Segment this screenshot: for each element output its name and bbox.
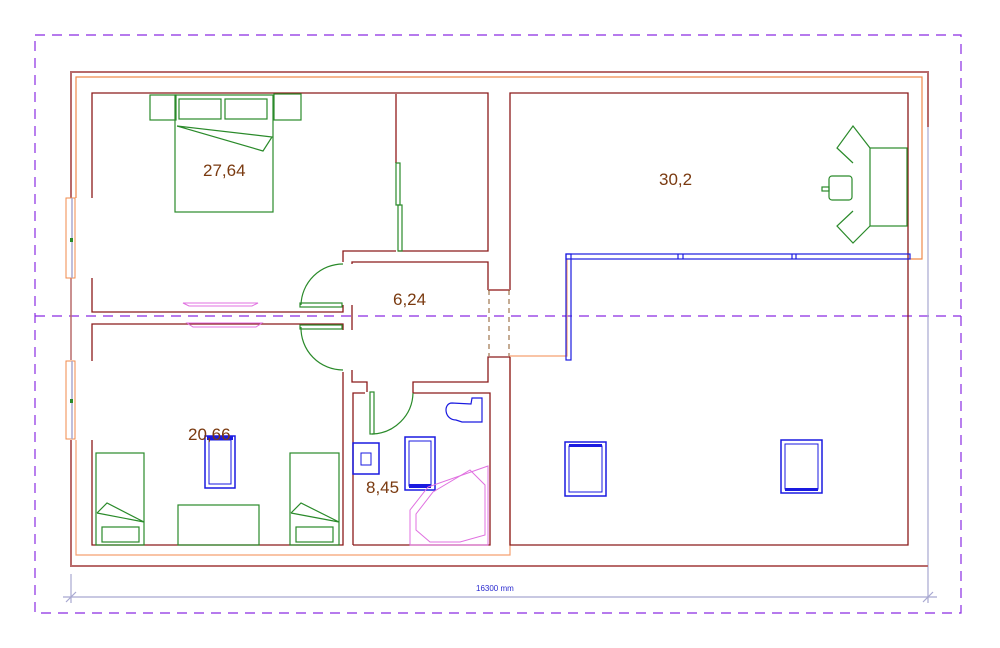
room-area-kids-bedroom: 20,66 bbox=[188, 425, 231, 444]
outer-walls bbox=[70, 71, 929, 567]
wardrobe-doors bbox=[395, 162, 403, 252]
skylights bbox=[204, 435, 823, 497]
opening-dashed bbox=[488, 290, 510, 356]
bathroom-fixtures bbox=[352, 397, 489, 546]
room-area-bathroom: 8,45 bbox=[366, 478, 400, 497]
room-area-office: 30,2 bbox=[659, 170, 693, 189]
dimension-line bbox=[63, 127, 937, 603]
skylight-fills bbox=[207, 436, 818, 491]
left-windows bbox=[65, 197, 76, 440]
radiators bbox=[182, 302, 264, 328]
single-beds bbox=[95, 452, 340, 546]
double-bed bbox=[149, 93, 302, 213]
room-area-master-bedroom: 27,64 bbox=[203, 161, 246, 180]
doors bbox=[299, 263, 414, 435]
room-area-hallway: 6,24 bbox=[393, 290, 427, 309]
axis-lines bbox=[34, 34, 962, 614]
dimension-label: 16300 mm bbox=[476, 584, 514, 593]
glass-partition bbox=[565, 253, 911, 361]
desk-set bbox=[821, 124, 908, 244]
interior-walls bbox=[91, 92, 909, 546]
